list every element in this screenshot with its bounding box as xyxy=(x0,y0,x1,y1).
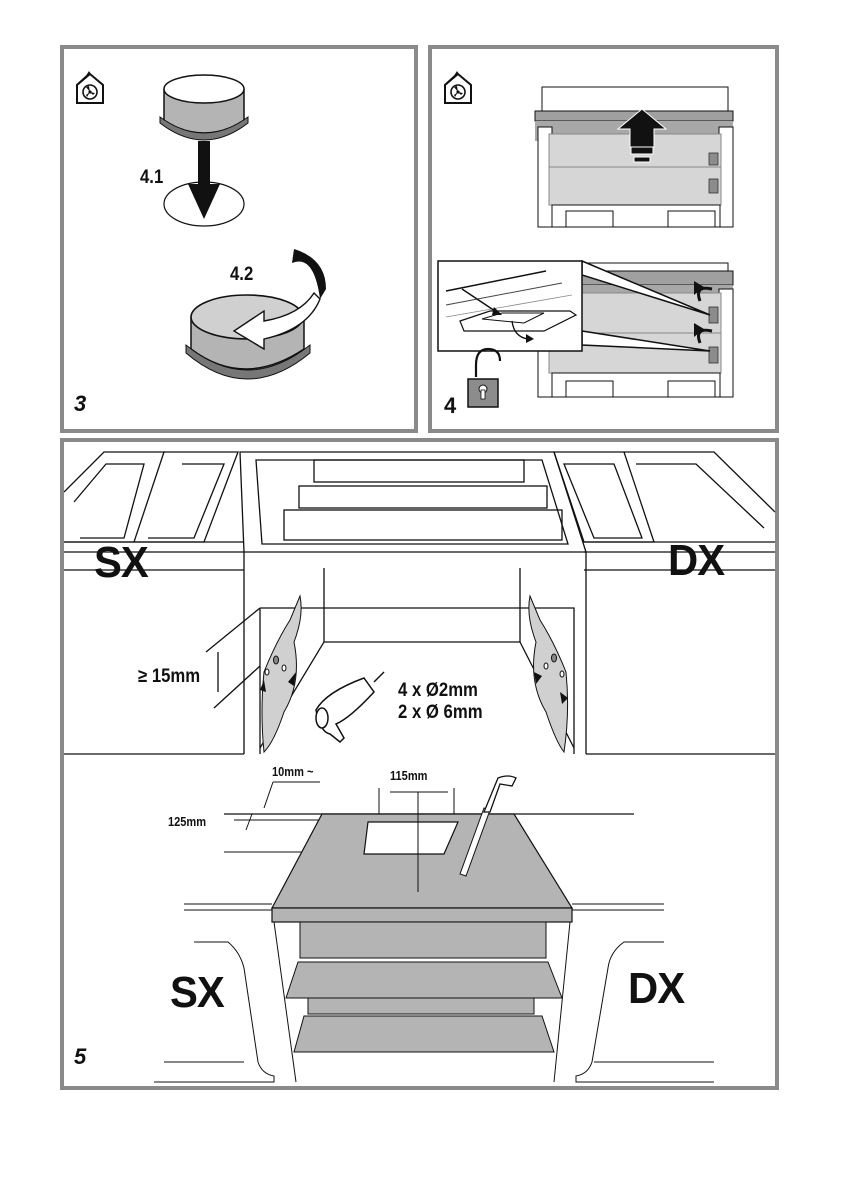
up-arrow-icon xyxy=(616,108,668,163)
step-4-illustration xyxy=(437,86,734,408)
step-3-illustration xyxy=(159,74,326,380)
mounting-bracket-right xyxy=(528,594,569,754)
offset-dimension-label: 10mm ~ xyxy=(272,764,314,779)
step-number: 5 xyxy=(74,1044,87,1069)
drill-icon xyxy=(315,671,385,744)
sub-step-4-1-label: 4.1 xyxy=(140,167,164,188)
drill-spec-line-1: 4 x Ø2mm xyxy=(398,680,478,701)
jigsaw-icon xyxy=(459,775,517,877)
down-arrow-icon xyxy=(188,141,220,219)
base-cabinet-drawing xyxy=(154,781,714,1083)
right-side-label-top: DX xyxy=(668,536,725,585)
mounting-bracket-left xyxy=(260,594,302,754)
ducting-ring-small xyxy=(159,74,249,141)
wall-cabinets-drawing xyxy=(64,451,775,755)
sub-step-4-2-label: 4.2 xyxy=(230,264,254,285)
cutout-width-label: 115mm xyxy=(390,768,428,783)
recirculation-house-icon xyxy=(444,72,472,104)
drill-spec-line-2: 2 x Ø 6mm xyxy=(398,702,483,723)
step-4-panel: 4 xyxy=(428,45,779,433)
unlock-padlock-icon xyxy=(467,347,502,408)
step-5-illustration xyxy=(64,451,775,1083)
step-number: 3 xyxy=(74,391,87,416)
rotate-arrow-icon xyxy=(232,249,326,351)
right-side-label-bottom: DX xyxy=(628,964,685,1013)
cutout-depth-label: 125mm xyxy=(168,814,207,829)
latch-detail-inset xyxy=(437,259,711,352)
recirculation-house-icon xyxy=(76,72,104,104)
min-distance-label: ≥ 15mm xyxy=(138,666,201,687)
step-number: 4 xyxy=(444,393,457,418)
left-side-label-top: SX xyxy=(94,538,149,587)
step-3-panel: 4.1 4.2 3 xyxy=(60,45,418,433)
left-side-label-bottom: SX xyxy=(170,968,225,1017)
step-5-panel: SX DX ≥ 15mm 4 x Ø2mm 2 x Ø 6mm 10mm ~ 1… xyxy=(60,438,779,1090)
